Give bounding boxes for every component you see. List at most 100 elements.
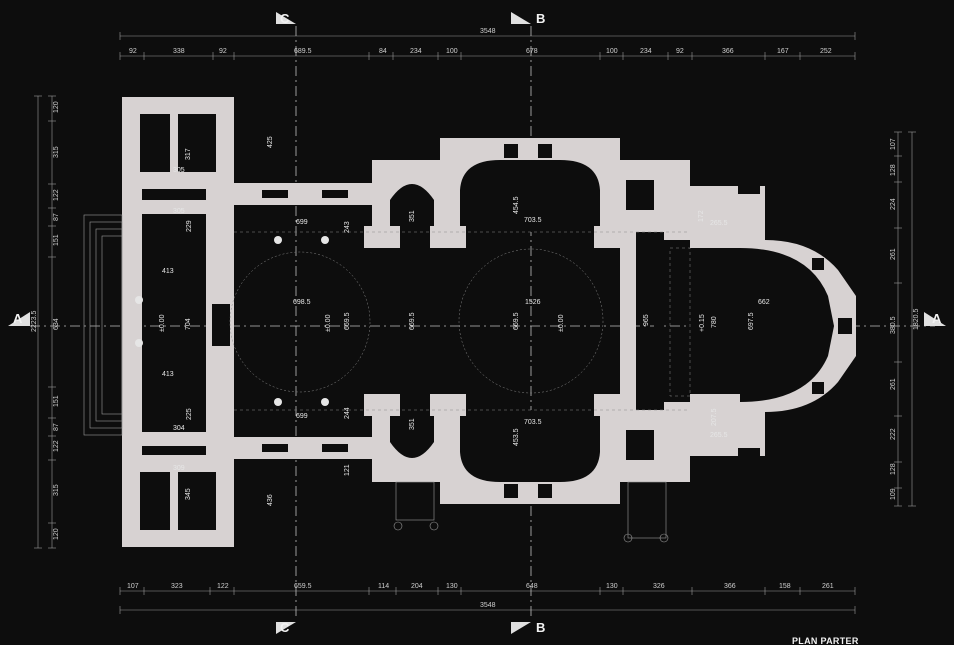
bottom-dim: 114 xyxy=(378,583,389,590)
bottom-dim: 130 xyxy=(446,583,458,590)
interior-dim: 172 xyxy=(698,210,705,222)
interior-dimensions: 317 305 305 229 413 704 413 225 304 309 … xyxy=(162,136,770,506)
top-dim: 92 xyxy=(676,48,684,55)
top-dim: 100 xyxy=(606,48,618,55)
right-dim: 222 xyxy=(890,428,897,440)
top-dim: 92 xyxy=(129,48,137,55)
interior-dim: 454.5 xyxy=(513,196,520,214)
bottom-dim: 204 xyxy=(411,583,423,590)
interior-dim: 669.5 xyxy=(409,312,416,330)
left-dimension-chain: 120 315 122 87 151 634 151 87 122 315 12… xyxy=(53,101,60,540)
bottom-total-dimension: 3548 xyxy=(480,602,496,609)
interior-dim: 699 xyxy=(296,219,308,226)
bottom-dim: 323 xyxy=(171,583,183,590)
interior-dim: 351 xyxy=(409,418,416,430)
interior-dim: 121 xyxy=(344,464,351,476)
interior-dim: 413 xyxy=(162,268,174,275)
left-total-dimension: 2223.5 xyxy=(31,310,38,332)
interior-dim: 304 xyxy=(173,425,185,432)
interior-dim: 207.5 xyxy=(711,408,718,426)
section-marker-c-top: C xyxy=(280,11,290,26)
top-dim: 338 xyxy=(173,48,185,55)
top-dim: 234 xyxy=(640,48,652,55)
interior-dim: 699 xyxy=(296,413,308,420)
level-marker: ±0.00 xyxy=(325,314,332,332)
right-dim: 261 xyxy=(890,248,897,260)
interior-dim: 453.5 xyxy=(513,428,520,446)
interior-dim: 305 xyxy=(173,208,185,215)
interior-dim: 669.5 xyxy=(513,312,520,330)
interior-dim: 309 xyxy=(173,465,185,472)
interior-dim: 669.5 xyxy=(344,312,351,330)
interior-dim: 225 xyxy=(186,408,193,420)
interior-dim: 436 xyxy=(267,494,274,506)
top-dim: 84 xyxy=(379,48,387,55)
dome-outlines xyxy=(229,231,691,411)
dimension-lines xyxy=(34,32,916,614)
right-dim: 107 xyxy=(890,138,897,150)
right-dim: 128 xyxy=(890,164,897,176)
bottom-dim: 130 xyxy=(606,583,618,590)
bottom-dim: 366 xyxy=(724,583,736,590)
left-dim: 315 xyxy=(53,146,60,158)
interior-dim: 703.5 xyxy=(524,217,542,224)
right-total-dimension: 1820.5 xyxy=(913,308,920,330)
left-dim: 634 xyxy=(53,318,60,330)
level-marker: ±0.00 xyxy=(558,314,565,332)
interior-dim: 345 xyxy=(185,488,192,500)
interior-dim: 698.5 xyxy=(293,299,311,306)
left-dim: 87 xyxy=(53,213,60,221)
columns xyxy=(135,236,329,406)
interior-dim: 265.5 xyxy=(710,432,728,439)
top-dim: 167 xyxy=(777,48,789,55)
top-dim: 92 xyxy=(219,48,227,55)
top-dim: 366 xyxy=(722,48,734,55)
level-markers: ±0.00 ±0.00 ±0.00 +0.15 xyxy=(159,314,706,332)
right-dim: 261 xyxy=(890,378,897,390)
left-dim: 87 xyxy=(53,423,60,431)
section-marker-a-right: A xyxy=(932,311,942,326)
top-dim: 234 xyxy=(410,48,422,55)
section-marker-b-top: B xyxy=(536,11,545,26)
interior-dim: 780 xyxy=(711,316,718,328)
level-marker: ±0.00 xyxy=(159,314,166,332)
interior-dim: 265.5 xyxy=(710,220,728,227)
drawing-title: PLAN PARTER xyxy=(792,636,859,645)
top-total-dimension: 3548 xyxy=(480,28,496,35)
entrance-steps xyxy=(83,214,669,543)
top-dimension-chain: 92 338 92 689.5 84 234 100 678 100 234 9… xyxy=(129,48,832,55)
interior-dim: 413 xyxy=(162,371,174,378)
top-dim: 689.5 xyxy=(294,48,312,55)
right-dim: 128 xyxy=(890,463,897,475)
right-dim: 380.5 xyxy=(890,316,897,334)
interior-dim: 243 xyxy=(344,221,351,233)
section-marker-b-bottom: B xyxy=(536,620,545,635)
section-markers: C C B B A A xyxy=(13,11,942,635)
bottom-dim: 158 xyxy=(779,583,791,590)
bottom-dim: 648 xyxy=(526,583,538,590)
left-dim: 151 xyxy=(53,234,60,246)
left-dim: 120 xyxy=(53,528,60,540)
right-dim: 224 xyxy=(890,198,897,210)
level-marker: +0.15 xyxy=(699,314,706,332)
section-marker-c-bottom: C xyxy=(280,620,290,635)
interior-dim: 704 xyxy=(185,318,192,330)
right-dim: 109 xyxy=(890,488,897,500)
interior-dim: 425 xyxy=(267,136,274,148)
bottom-dim: 107 xyxy=(127,583,139,590)
right-dimension-chain: 107 128 224 261 380.5 261 222 128 109 xyxy=(890,138,897,500)
interior-dim: 662 xyxy=(758,299,770,306)
bottom-dim: 659.5 xyxy=(294,583,312,590)
building-walls xyxy=(122,97,856,547)
top-dim: 100 xyxy=(446,48,458,55)
interior-dim: 965 xyxy=(643,314,650,326)
left-dim: 315 xyxy=(53,484,60,496)
bottom-dim: 261 xyxy=(822,583,834,590)
interior-dim: 229 xyxy=(186,220,193,232)
bottom-dim: 326 xyxy=(653,583,665,590)
overall-dimensions: 3548 3548 2223.5 1820.5 xyxy=(31,28,920,609)
bottom-dim: 122 xyxy=(217,583,229,590)
top-dim: 678 xyxy=(526,48,538,55)
left-dim: 120 xyxy=(53,101,60,113)
